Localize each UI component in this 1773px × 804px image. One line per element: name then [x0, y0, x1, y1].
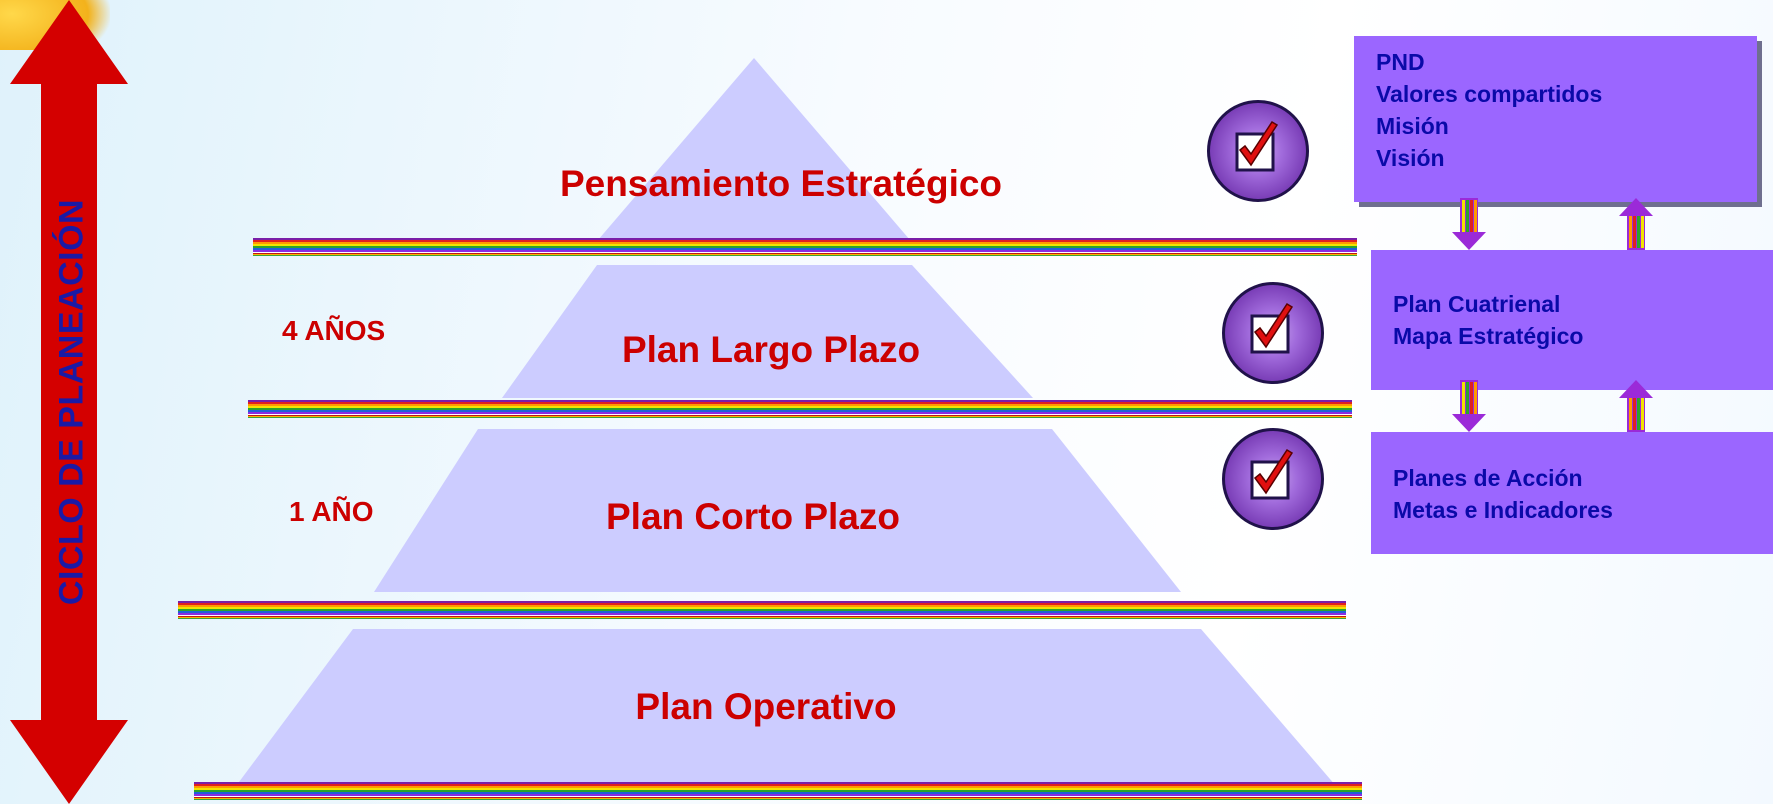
info-line: Metas e Indicadores [1393, 497, 1613, 523]
level-label-operative: Plan Operativo [635, 686, 897, 727]
info-line: Plan Cuatrienal [1393, 291, 1561, 317]
arrow-up-icon [1619, 198, 1653, 250]
info-line: PND [1376, 49, 1425, 75]
separator-bar [248, 400, 1352, 418]
checkmark-icon [1207, 100, 1309, 202]
level-label-long-term: Plan Largo Plazo [621, 329, 921, 370]
time-label-short-term: 1 AÑO [289, 496, 374, 527]
checkmark-icon [1222, 428, 1324, 530]
info-line: Mapa Estratégico [1393, 323, 1584, 349]
arrow-down-icon [1452, 380, 1486, 432]
time-label-long-term: 4 AÑOS [282, 315, 386, 346]
info-line: Planes de Acción [1393, 465, 1583, 491]
separator-bar [253, 238, 1357, 256]
pyramid-tier-long [502, 265, 1033, 398]
checkmark-icon [1222, 282, 1324, 384]
pyramid-tier-short [374, 429, 1181, 592]
pyramid-tier-operative [236, 629, 1336, 786]
info-line: Misión [1376, 113, 1449, 139]
separator-bar [194, 782, 1362, 800]
info-box-short-term: Planes de Acción Metas e Indicadores [1371, 432, 1773, 554]
info-box-strategic: PND Valores compartidos Misión Visión [1354, 36, 1757, 202]
cycle-double-arrow-icon [10, 0, 128, 804]
arrow-down-icon [1452, 198, 1486, 250]
pyramid-tier-top [598, 58, 910, 240]
info-box-long-term: Plan Cuatrienal Mapa Estratégico [1371, 250, 1773, 390]
arrow-up-icon [1619, 380, 1653, 432]
level-label-strategic: Pensamiento Estratégico [559, 163, 1003, 204]
info-line: Visión [1376, 145, 1445, 171]
level-label-short-term: Plan Corto Plazo [606, 496, 900, 537]
info-line: Valores compartidos [1376, 81, 1603, 107]
separator-bar [178, 601, 1346, 619]
